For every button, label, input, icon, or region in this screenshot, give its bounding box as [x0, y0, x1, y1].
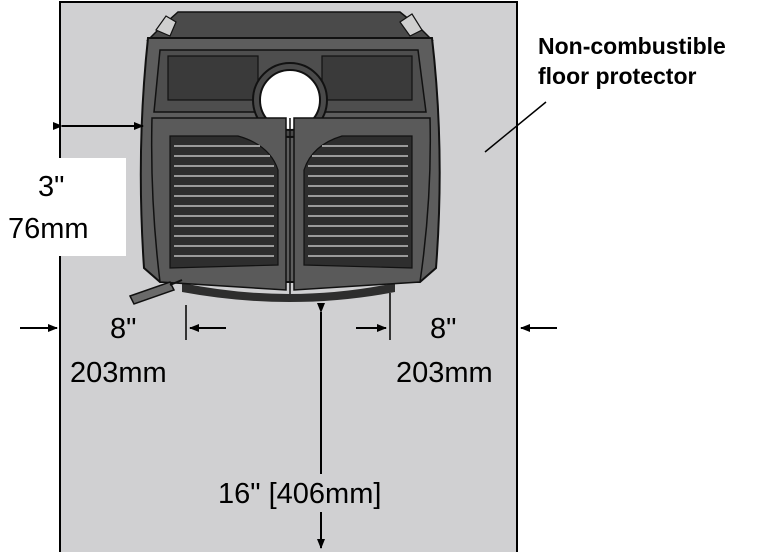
right-clearance-metric: 203mm: [396, 357, 493, 389]
callout-line-2: floor protector: [538, 63, 696, 89]
front-clearance-label: 16" [406mm]: [218, 478, 381, 510]
stove-top-view: [128, 11, 441, 305]
left-clearance-imperial: 8": [110, 313, 136, 345]
side-clearance-label-box: [0, 158, 126, 256]
front-clearance-label-bg: [214, 474, 424, 512]
right-clearance-imperial: 8": [430, 313, 456, 345]
left-clearance-metric: 203mm: [70, 357, 167, 389]
callout-line-1: Non-combustible: [538, 33, 726, 59]
side-clearance-imperial: 3": [38, 171, 64, 203]
side-clearance-metric: 76mm: [8, 213, 89, 245]
callout-leader-line: [484, 101, 547, 153]
